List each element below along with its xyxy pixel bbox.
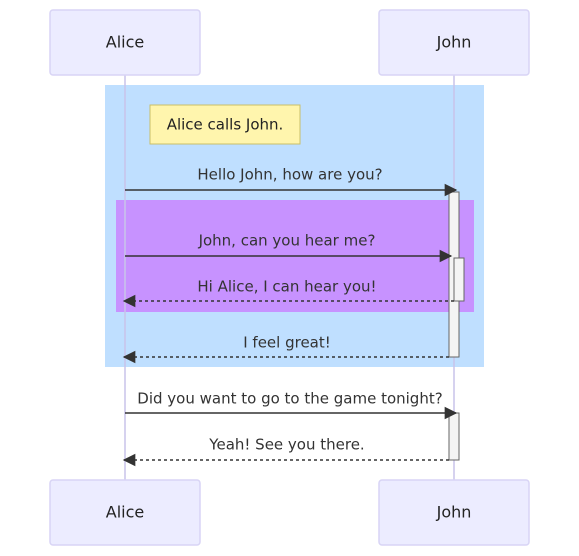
message-label: Did you want to go to the game tonight?: [137, 390, 442, 408]
actor-john-bottom: John: [378, 479, 530, 546]
message-label: Yeah! See you there.: [208, 436, 364, 454]
actor-label: John: [436, 503, 472, 522]
message-label: Hello John, how are you?: [197, 166, 382, 184]
message-label: Hi Alice, I can hear you!: [197, 278, 376, 296]
note-text: Alice calls John.: [167, 116, 284, 134]
message-label: John, can you hear me?: [198, 232, 376, 250]
actor-label: Alice: [106, 33, 144, 52]
actor-label: Alice: [106, 503, 144, 522]
message-label: I feel great!: [243, 334, 331, 352]
activation-john-3: [448, 412, 460, 461]
activation-john-2: [453, 257, 465, 302]
actor-john-top: John: [378, 9, 530, 76]
actor-alice-top: Alice: [49, 9, 201, 76]
actor-alice-bottom: Alice: [49, 479, 201, 546]
note: Alice calls John.: [149, 104, 301, 145]
actor-label: John: [436, 33, 472, 52]
